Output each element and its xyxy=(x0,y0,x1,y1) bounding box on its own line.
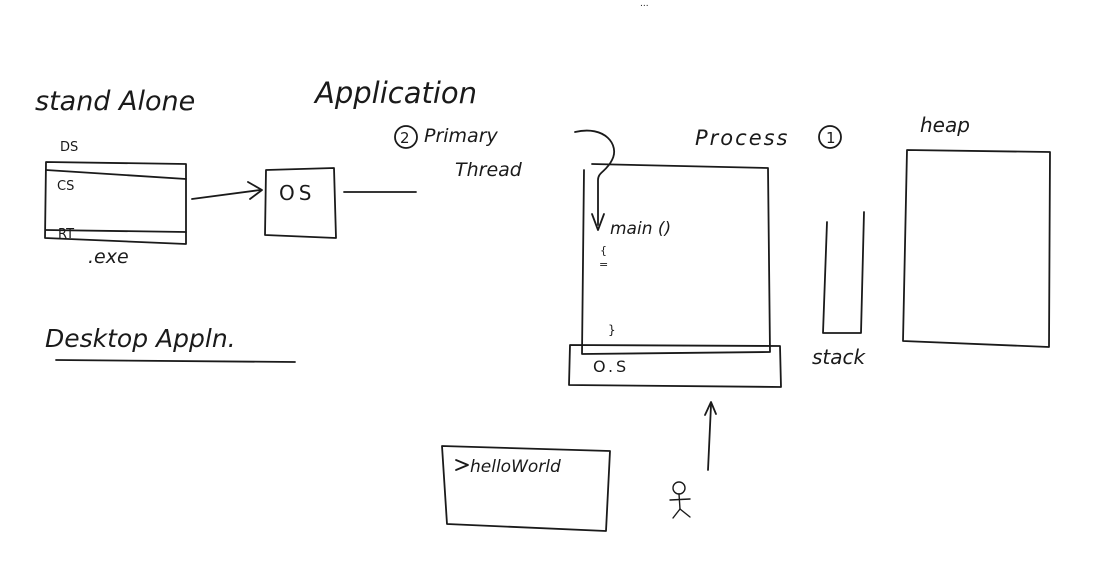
process-number-circle xyxy=(818,125,842,149)
primary-thread-note: 2 Primary Thread xyxy=(394,125,523,181)
process-os-label: O.S xyxy=(593,357,629,376)
heap-label: heap xyxy=(920,113,970,137)
primary-thread-number: 2 xyxy=(400,129,410,147)
primary-thread-line2: Thread xyxy=(455,159,523,181)
hello-world-label: helloWorld xyxy=(470,457,561,477)
stack-label: stack xyxy=(812,345,867,369)
thread-flow-arrow xyxy=(574,129,615,226)
hello-world-box: helloWorld xyxy=(441,445,611,532)
hello-world-pointer xyxy=(455,459,469,471)
exe-extension-label: .exe xyxy=(88,246,129,268)
os-box-label: OS xyxy=(279,181,315,205)
desktop-appln-underline xyxy=(55,359,296,363)
exe-to-os-arrow xyxy=(191,181,263,200)
process-dash: = xyxy=(599,258,608,271)
exe-rt-divider xyxy=(45,229,187,233)
process-open-brace: { xyxy=(600,244,607,257)
process-main-label: main () xyxy=(610,219,671,239)
primary-thread-number-circle xyxy=(394,125,418,149)
exe-rt-label: RT xyxy=(58,227,74,242)
process-number: 1 xyxy=(826,129,836,147)
exe-box-outline xyxy=(44,161,187,245)
user-to-os-arrow xyxy=(704,401,717,471)
heading-application: Application xyxy=(313,76,477,110)
stack-column xyxy=(822,211,865,334)
heap-box xyxy=(902,149,1051,348)
exe-ds-label: DS xyxy=(60,140,78,155)
process-close-brace: } xyxy=(608,323,616,337)
primary-thread-line1: Primary xyxy=(424,125,499,147)
exe-cs-label: CS xyxy=(57,179,74,194)
desktop-appln-label: Desktop Appln. xyxy=(45,324,236,353)
process-label: Process xyxy=(695,126,790,150)
process-os-base: O.S xyxy=(568,344,782,388)
process-box: main () { = } xyxy=(574,129,771,355)
exe-file-block: DS CS RT .exe xyxy=(44,140,187,268)
top-mark: ... xyxy=(640,0,649,9)
heading-stand-alone: stand Alone xyxy=(35,86,195,117)
exe-cs-divider xyxy=(45,169,187,180)
user-stick-figure xyxy=(669,481,691,519)
os-box: OS xyxy=(264,167,337,239)
